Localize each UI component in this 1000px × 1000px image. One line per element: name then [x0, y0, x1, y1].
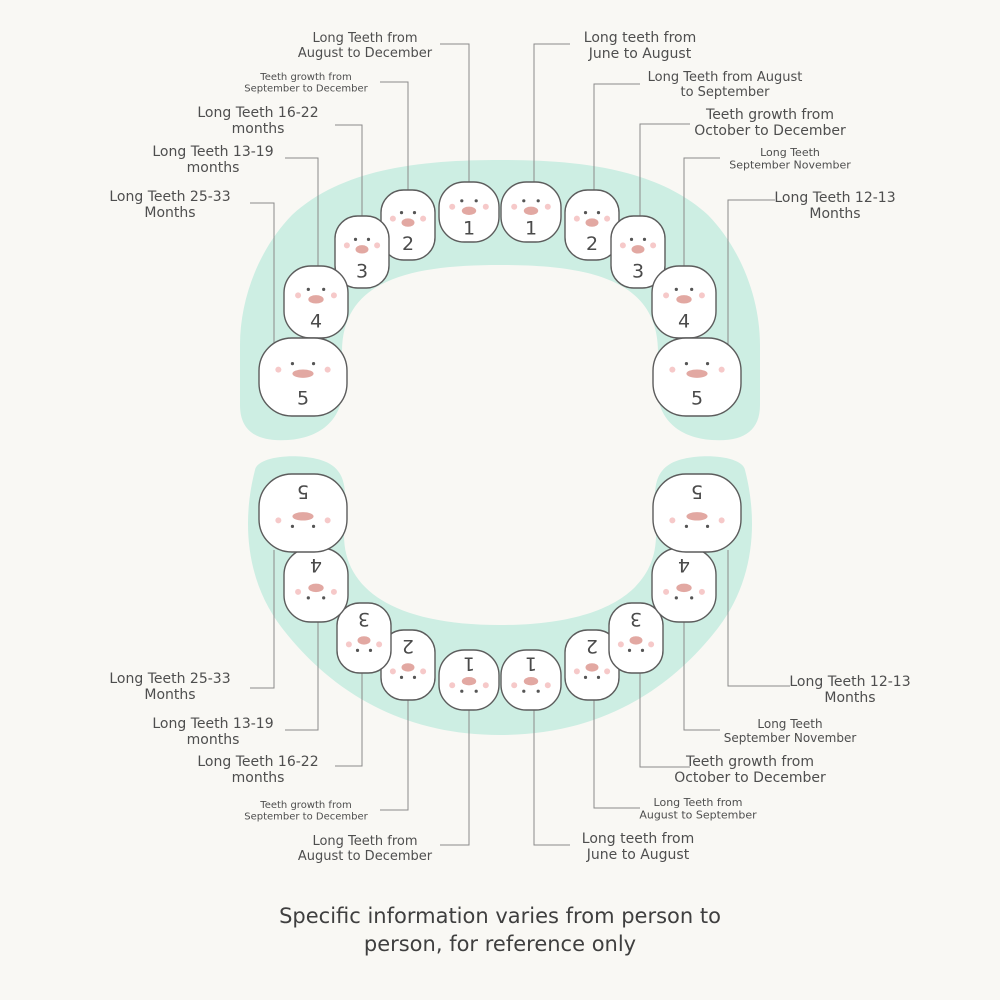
footer-line-2: person, for reference only — [363, 932, 637, 956]
lower-right-tooth-2-number: 2 — [586, 635, 598, 657]
teeth: 1 2 3 4 5 1 2 3 4 5 1 2 3 4 5 1 2 3 4 5 — [258, 181, 742, 711]
upper-right-tooth-3-leader — [639, 123, 690, 216]
lower-left-tooth-1-leader — [440, 710, 470, 846]
upper-right-tooth-4-leader — [683, 157, 720, 266]
lower-right-tooth-3-leader — [639, 673, 690, 768]
lower-left-tooth-5-leader — [250, 550, 275, 689]
lower-right-tooth-2: 2 — [564, 629, 620, 701]
upper-right-tooth-4-number: 4 — [678, 311, 690, 333]
upper-left-tooth-1: 1 — [438, 181, 500, 243]
lower-left-tooth-2-leader — [380, 700, 409, 811]
lower-right-tooth-3: 3 — [608, 602, 664, 674]
upper-right-tooth-4: 4 — [651, 265, 717, 339]
lower-left-tooth-3-number: 3 — [358, 608, 370, 630]
lower-right-tooth-1-number: 1 — [525, 653, 537, 675]
upper-left-tooth-5-leader — [250, 202, 275, 345]
leader-lines — [250, 43, 790, 846]
upper-right-tooth-1: 1 — [500, 181, 562, 243]
lower-right-tooth-4-number: 4 — [678, 554, 690, 576]
upper-left-tooth-3-number: 3 — [356, 261, 368, 283]
lower-left-tooth-5: 5 — [258, 473, 348, 553]
lower-right-tooth-4-leader — [683, 622, 720, 731]
upper-right-tooth-2: 2 — [564, 189, 620, 261]
upper-right-tooth-3: 3 — [610, 215, 666, 289]
lower-left-tooth-1: 1 — [438, 649, 500, 711]
lower-left-tooth-4-number: 4 — [310, 554, 322, 576]
upper-right-tooth-1-leader — [533, 43, 570, 182]
upper-left-tooth-2-number: 2 — [402, 233, 414, 255]
lower-right-tooth-1-leader — [533, 710, 570, 846]
lower-right-tooth-4: 4 — [651, 547, 717, 623]
lower-left-tooth-2-number: 2 — [402, 635, 414, 657]
footer-line-1: Specific information varies from person … — [279, 904, 721, 928]
upper-right-tooth-5-leader — [727, 199, 775, 345]
lower-right-tooth-5-leader — [727, 550, 790, 687]
lower-right-tooth-5-number: 5 — [691, 481, 703, 503]
upper-left-tooth-1-leader — [440, 43, 470, 182]
upper-left-tooth-5-number: 5 — [297, 387, 309, 409]
lower-right-tooth-1: 1 — [500, 649, 562, 711]
upper-left-tooth-5: 5 — [258, 337, 348, 417]
upper-left-tooth-2: 2 — [380, 189, 436, 261]
upper-right-tooth-3-number: 3 — [632, 261, 644, 283]
lower-left-tooth-1-number: 1 — [463, 653, 475, 675]
lower-left-tooth-3-leader — [335, 673, 363, 767]
upper-right-tooth-2-leader — [593, 83, 640, 190]
lower-left-tooth-2: 2 — [380, 629, 436, 701]
upper-left-tooth-4-number: 4 — [310, 311, 322, 333]
upper-left-tooth-4: 4 — [283, 265, 349, 339]
upper-right-tooth-1-number: 1 — [525, 217, 537, 239]
upper-right-tooth-5-number: 5 — [691, 387, 703, 409]
lower-right-tooth-3-number: 3 — [630, 608, 642, 630]
footer-note: Specific information varies from person … — [0, 902, 1000, 958]
upper-left-tooth-2-leader — [380, 81, 409, 190]
lower-left-tooth-4: 4 — [283, 547, 349, 623]
lower-right-tooth-2-leader — [593, 700, 640, 809]
lower-right-tooth-5: 5 — [652, 473, 742, 553]
upper-right-tooth-2-number: 2 — [586, 233, 598, 255]
upper-right-tooth-5: 5 — [652, 337, 742, 417]
upper-left-tooth-4-leader — [285, 157, 319, 266]
lower-left-tooth-5-number: 5 — [297, 481, 309, 503]
upper-left-tooth-3-leader — [335, 124, 363, 216]
lower-left-tooth-3: 3 — [336, 602, 392, 674]
upper-left-tooth-1-number: 1 — [463, 217, 475, 239]
lower-left-tooth-4-leader — [285, 622, 319, 731]
upper-left-tooth-3: 3 — [334, 215, 390, 289]
